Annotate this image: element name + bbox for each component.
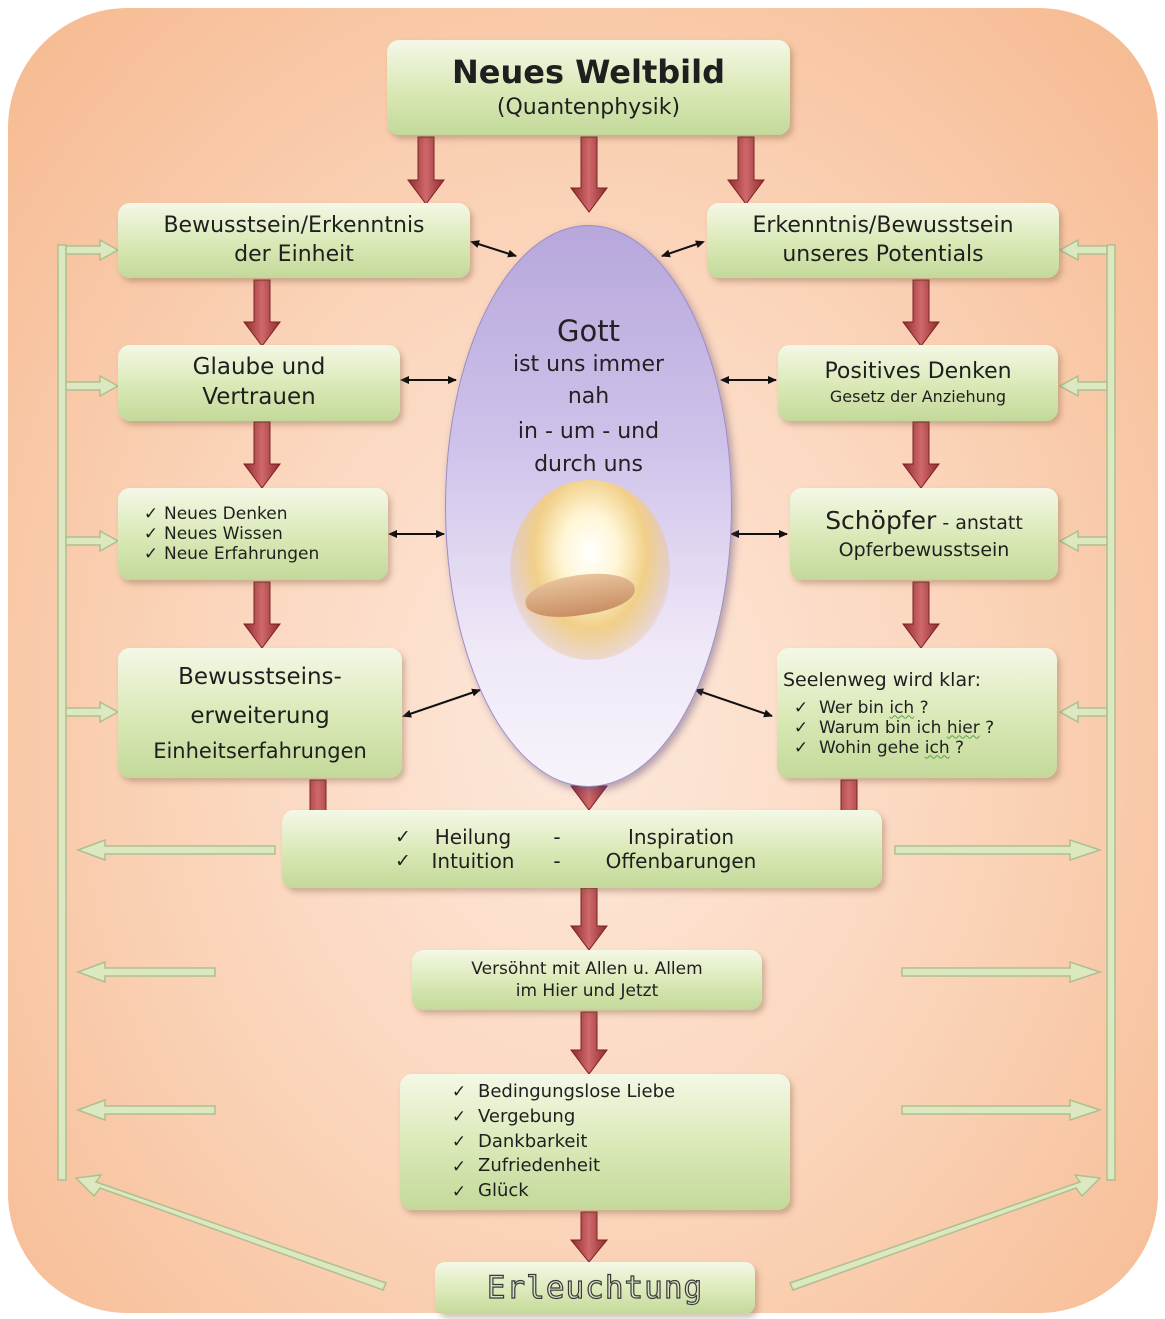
god-line2: nah: [567, 384, 610, 409]
top-title: Neues Weltbild: [451, 53, 726, 92]
god-title: Gott: [557, 314, 620, 348]
enlightenment-label: Erleuchtung: [486, 1269, 704, 1306]
gifts-row-1: ✓ Heilung - Inspiration: [388, 825, 776, 849]
question-mark-word: ich: [889, 698, 915, 719]
virtue-label: Dankbarkeit: [478, 1130, 588, 1152]
left-box-expansion: Bewusstseins- erweiterung Einheitserfahr…: [118, 648, 402, 778]
reconciled-line1: Versöhnt mit Allen u. Allem: [471, 958, 703, 979]
question-post: ?: [949, 738, 965, 759]
right-box-creator-line2: Opferbewusstsein: [838, 538, 1010, 561]
right-box-creator-line1: Schöpfer - anstatt: [825, 505, 1023, 538]
list-item: ✓ Zufriedenheit: [440, 1154, 600, 1179]
left-box-faith-line2: Vertrauen: [202, 384, 316, 410]
check-icon: ✓: [143, 504, 159, 524]
left-box-unity: Bewusstsein/Erkenntnis der Einheit: [118, 203, 470, 278]
left-box-new: ✓Neues Denken ✓Neues Wissen ✓Neue Erfahr…: [118, 488, 388, 580]
question-pre: Warum bin ich: [819, 718, 947, 739]
top-subtitle: (Quantenphysik): [496, 95, 681, 120]
list-item-label: Neue Erfahrungen: [164, 544, 320, 564]
question-mark-word: ich: [924, 738, 950, 759]
right-box-positive-line1: Positives Denken: [824, 359, 1012, 385]
left-box-expansion-line1: Bewusstseins-: [178, 664, 342, 691]
list-item: ✓Neue Erfahrungen: [138, 544, 319, 564]
right-box-potential: Erkenntnis/Bewusstsein unseres Potential…: [707, 203, 1059, 278]
list-item: ✓Neues Wissen: [138, 524, 283, 544]
left-box-unity-line1: Bewusstsein/Erkenntnis: [163, 212, 425, 238]
check-icon: ✓: [451, 1131, 467, 1152]
right-box-soulpath: Seelenweg wird klar: ✓ Wer bin ich ? ✓ War…: [777, 648, 1057, 778]
list-item: ✓ Warum bin ich hier ?: [783, 718, 994, 738]
creator-word: Schöpfer: [825, 506, 937, 536]
right-box-positive-line2: Gesetz der Anziehung: [829, 386, 1007, 406]
question-post: ?: [914, 698, 929, 719]
god-line1: ist uns immer: [512, 352, 665, 377]
light-glow-image: [510, 480, 670, 660]
soulpath-title: Seelenweg wird klar:: [783, 668, 981, 691]
gifts-box: ✓ Heilung - Inspiration ✓ Intuition - Of…: [282, 810, 882, 888]
check-icon: ✓: [793, 698, 809, 719]
check-icon: ✓: [793, 718, 809, 739]
question-pre: Wohin gehe: [819, 738, 925, 759]
gift-dash: -: [553, 825, 561, 849]
list-item-label: Neues Wissen: [164, 524, 283, 544]
check-icon: ✓: [451, 1107, 467, 1128]
right-box-creator: Schöpfer - anstatt Opferbewusstsein: [790, 488, 1058, 580]
left-box-expansion-line3: Einheitserfahrungen: [153, 739, 367, 764]
virtue-label: Glück: [478, 1180, 529, 1202]
list-item: ✓ Wer bin ich ?: [783, 698, 929, 718]
reconciled-line2: im Hier und Jetzt: [515, 981, 659, 1001]
question-post: ?: [979, 718, 995, 739]
check-icon: ✓: [451, 1082, 467, 1103]
question-mark-word: hier: [946, 718, 980, 739]
gift-intuition: Intuition: [431, 849, 515, 873]
list-item: ✓ Vergebung: [440, 1105, 575, 1130]
list-item: ✓ Dankbarkeit: [440, 1130, 588, 1155]
god-line4: durch uns: [534, 452, 643, 477]
right-box-positive: Positives Denken Gesetz der Anziehung: [778, 345, 1058, 421]
reconciled-box: Versöhnt mit Allen u. Allem im Hier und …: [412, 950, 762, 1010]
virtues-box: ✓ Bedingungslose Liebe ✓ Vergebung ✓ Dankba…: [400, 1074, 790, 1210]
gift-dash: -: [553, 849, 561, 873]
top-box: Neues Weltbild (Quantenphysik): [387, 40, 790, 135]
gifts-row-2: ✓ Intuition - Offenbarungen: [388, 849, 776, 873]
god-line3: in - um - und: [517, 419, 660, 444]
gift-healing: Heilung: [434, 825, 512, 849]
check-icon: ✓: [143, 524, 159, 544]
left-box-faith: Glaube und Vertrauen: [118, 345, 400, 421]
check-icon: ✓: [395, 850, 411, 872]
virtue-label: Vergebung: [478, 1105, 576, 1127]
gift-revelations: Offenbarungen: [605, 849, 757, 873]
check-icon: ✓: [451, 1156, 467, 1177]
right-box-potential-line1: Erkenntnis/Bewusstsein: [752, 212, 1014, 238]
check-icon: ✓: [793, 738, 809, 759]
gift-inspiration: Inspiration: [627, 825, 735, 849]
virtue-label: Bedingungslose Liebe: [478, 1080, 676, 1102]
creator-rest: - anstatt: [936, 512, 1023, 535]
list-item: ✓Neues Denken: [138, 504, 288, 524]
enlightenment-box: Erleuchtung: [435, 1262, 755, 1314]
list-item: ✓ Glück: [440, 1179, 529, 1204]
question-pre: Wer bin: [819, 698, 890, 719]
left-box-expansion-line2: erweiterung: [190, 703, 330, 730]
list-item: ✓ Wohin gehe ich ?: [783, 738, 964, 758]
left-box-faith-line1: Glaube und: [192, 354, 326, 381]
check-icon: ✓: [451, 1181, 467, 1202]
list-item: ✓ Bedingungslose Liebe: [440, 1080, 675, 1105]
check-icon: ✓: [143, 544, 159, 564]
left-box-unity-line2: der Einheit: [234, 241, 354, 267]
check-icon: ✓: [395, 826, 411, 848]
virtue-label: Zufriedenheit: [478, 1155, 601, 1177]
list-item-label: Neues Denken: [164, 504, 288, 524]
right-box-potential-line2: unseres Potentials: [782, 241, 984, 267]
